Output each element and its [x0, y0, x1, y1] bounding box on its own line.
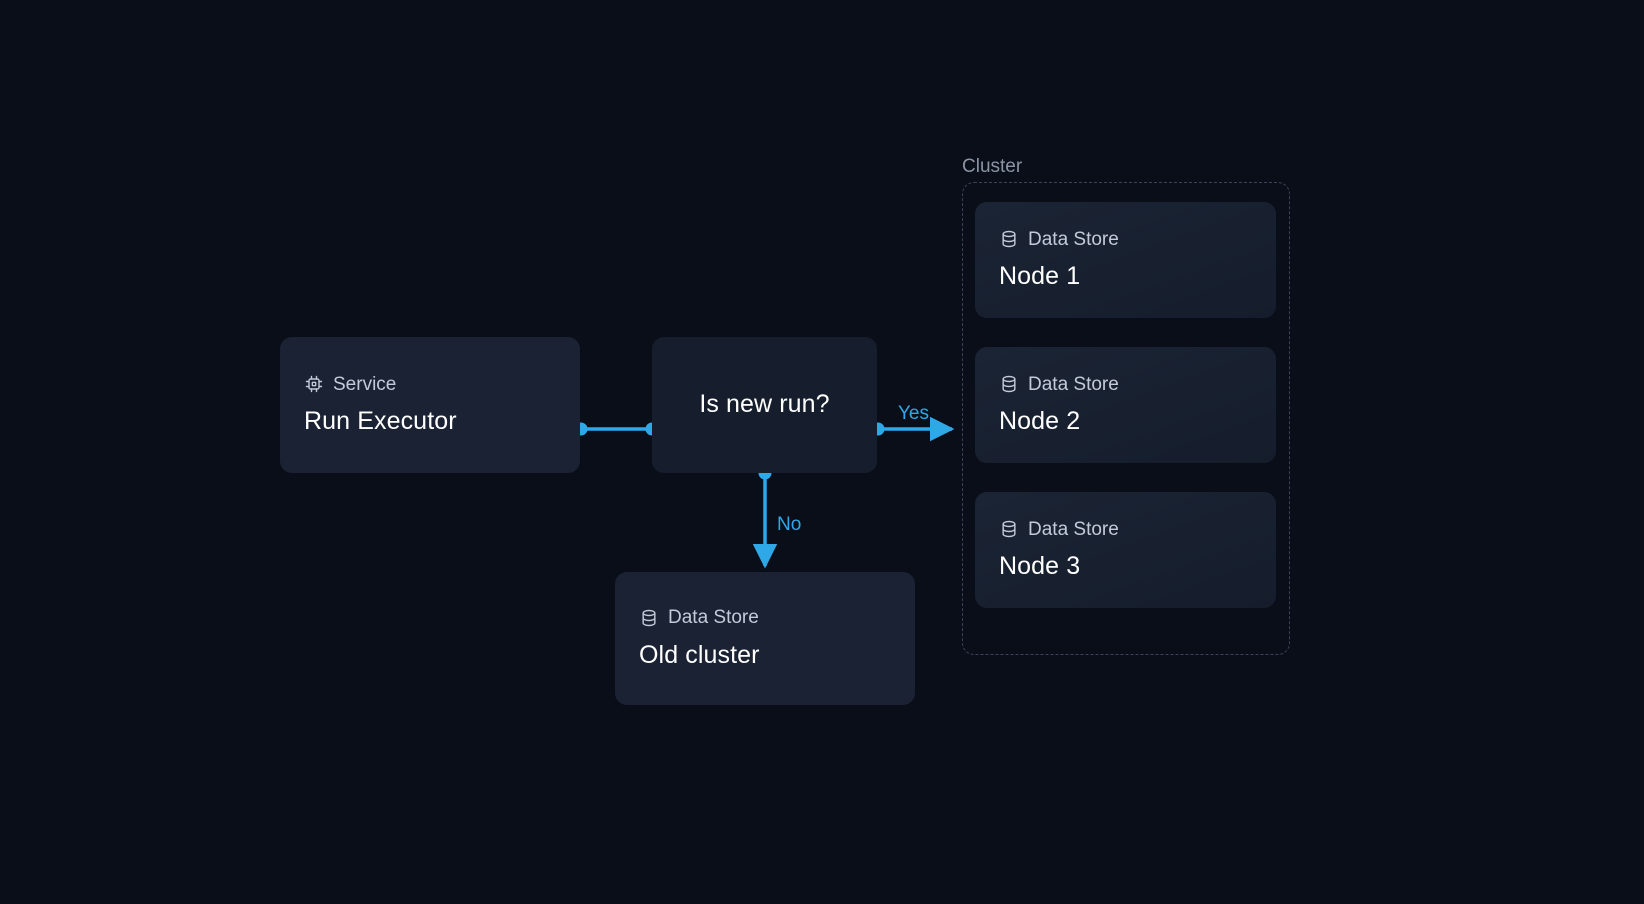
node-type-label: Data Store: [1028, 228, 1119, 250]
node-data-store-3[interactable]: Data Store Node 3: [975, 492, 1276, 608]
node-data-store-1[interactable]: Data Store Node 1: [975, 202, 1276, 318]
database-icon: [999, 374, 1019, 394]
edge-label-no: No: [777, 514, 802, 535]
node-type-row: Data Store: [639, 608, 891, 628]
node-old-cluster[interactable]: Data Store Old cluster: [615, 572, 915, 705]
node-title: Run Executor: [304, 407, 457, 436]
edge-label-yes: Yes: [898, 403, 929, 424]
node-title: Node 2: [999, 407, 1081, 436]
node-type-label: Service: [333, 373, 397, 395]
node-type-row: Data Store: [999, 519, 1252, 539]
node-type-label: Data Store: [668, 607, 759, 629]
node-title: Is new run?: [699, 390, 830, 419]
node-decision-is-new-run[interactable]: Is new run?: [652, 337, 877, 473]
node-run-executor[interactable]: Service Run Executor: [280, 337, 580, 473]
node-type-label: Data Store: [1028, 518, 1119, 540]
node-title: Old cluster: [639, 640, 760, 669]
edge-decision-to-old-cluster-no: [752, 466, 778, 569]
database-icon: [999, 519, 1019, 539]
database-icon: [639, 608, 659, 628]
cpu-chip-icon: [304, 374, 324, 394]
node-data-store-2[interactable]: Data Store Node 2: [975, 347, 1276, 463]
edge-decision-to-cluster-yes: [871, 416, 955, 442]
node-title: Node 3: [999, 552, 1081, 581]
edge-run-executor-to-decision: [574, 422, 659, 436]
node-type-row: Data Store: [999, 374, 1252, 394]
node-title: Node 1: [999, 262, 1081, 291]
cluster-group-boundary: [962, 182, 1290, 655]
node-type-row: Service: [304, 374, 556, 394]
node-type-label: Data Store: [1028, 373, 1119, 395]
node-type-row: Data Store: [999, 229, 1252, 249]
database-icon: [999, 229, 1019, 249]
cluster-group-label: Cluster: [962, 156, 1023, 177]
